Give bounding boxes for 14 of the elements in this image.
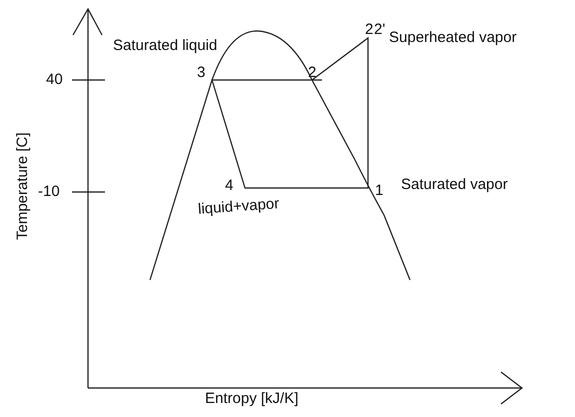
region-label: liquid+vapor <box>197 195 280 219</box>
region-label: Superheated vapor <box>389 29 517 47</box>
axis-title: Temperature [C] <box>14 132 32 240</box>
point-label: 1 <box>375 182 384 200</box>
tick-label: 40 <box>46 71 63 89</box>
region-label: Saturated liquid <box>113 37 218 55</box>
region-label: Saturated vapor <box>401 176 508 194</box>
point-label: 3 <box>197 64 206 82</box>
tick-label: -10 <box>38 183 60 201</box>
axis-title: Entropy [kJ/K] <box>205 390 298 408</box>
point-label: 4 <box>225 177 234 195</box>
point-label: 2 <box>308 64 316 82</box>
point-label: 2' <box>374 21 386 39</box>
point-label: 2 <box>365 21 374 39</box>
